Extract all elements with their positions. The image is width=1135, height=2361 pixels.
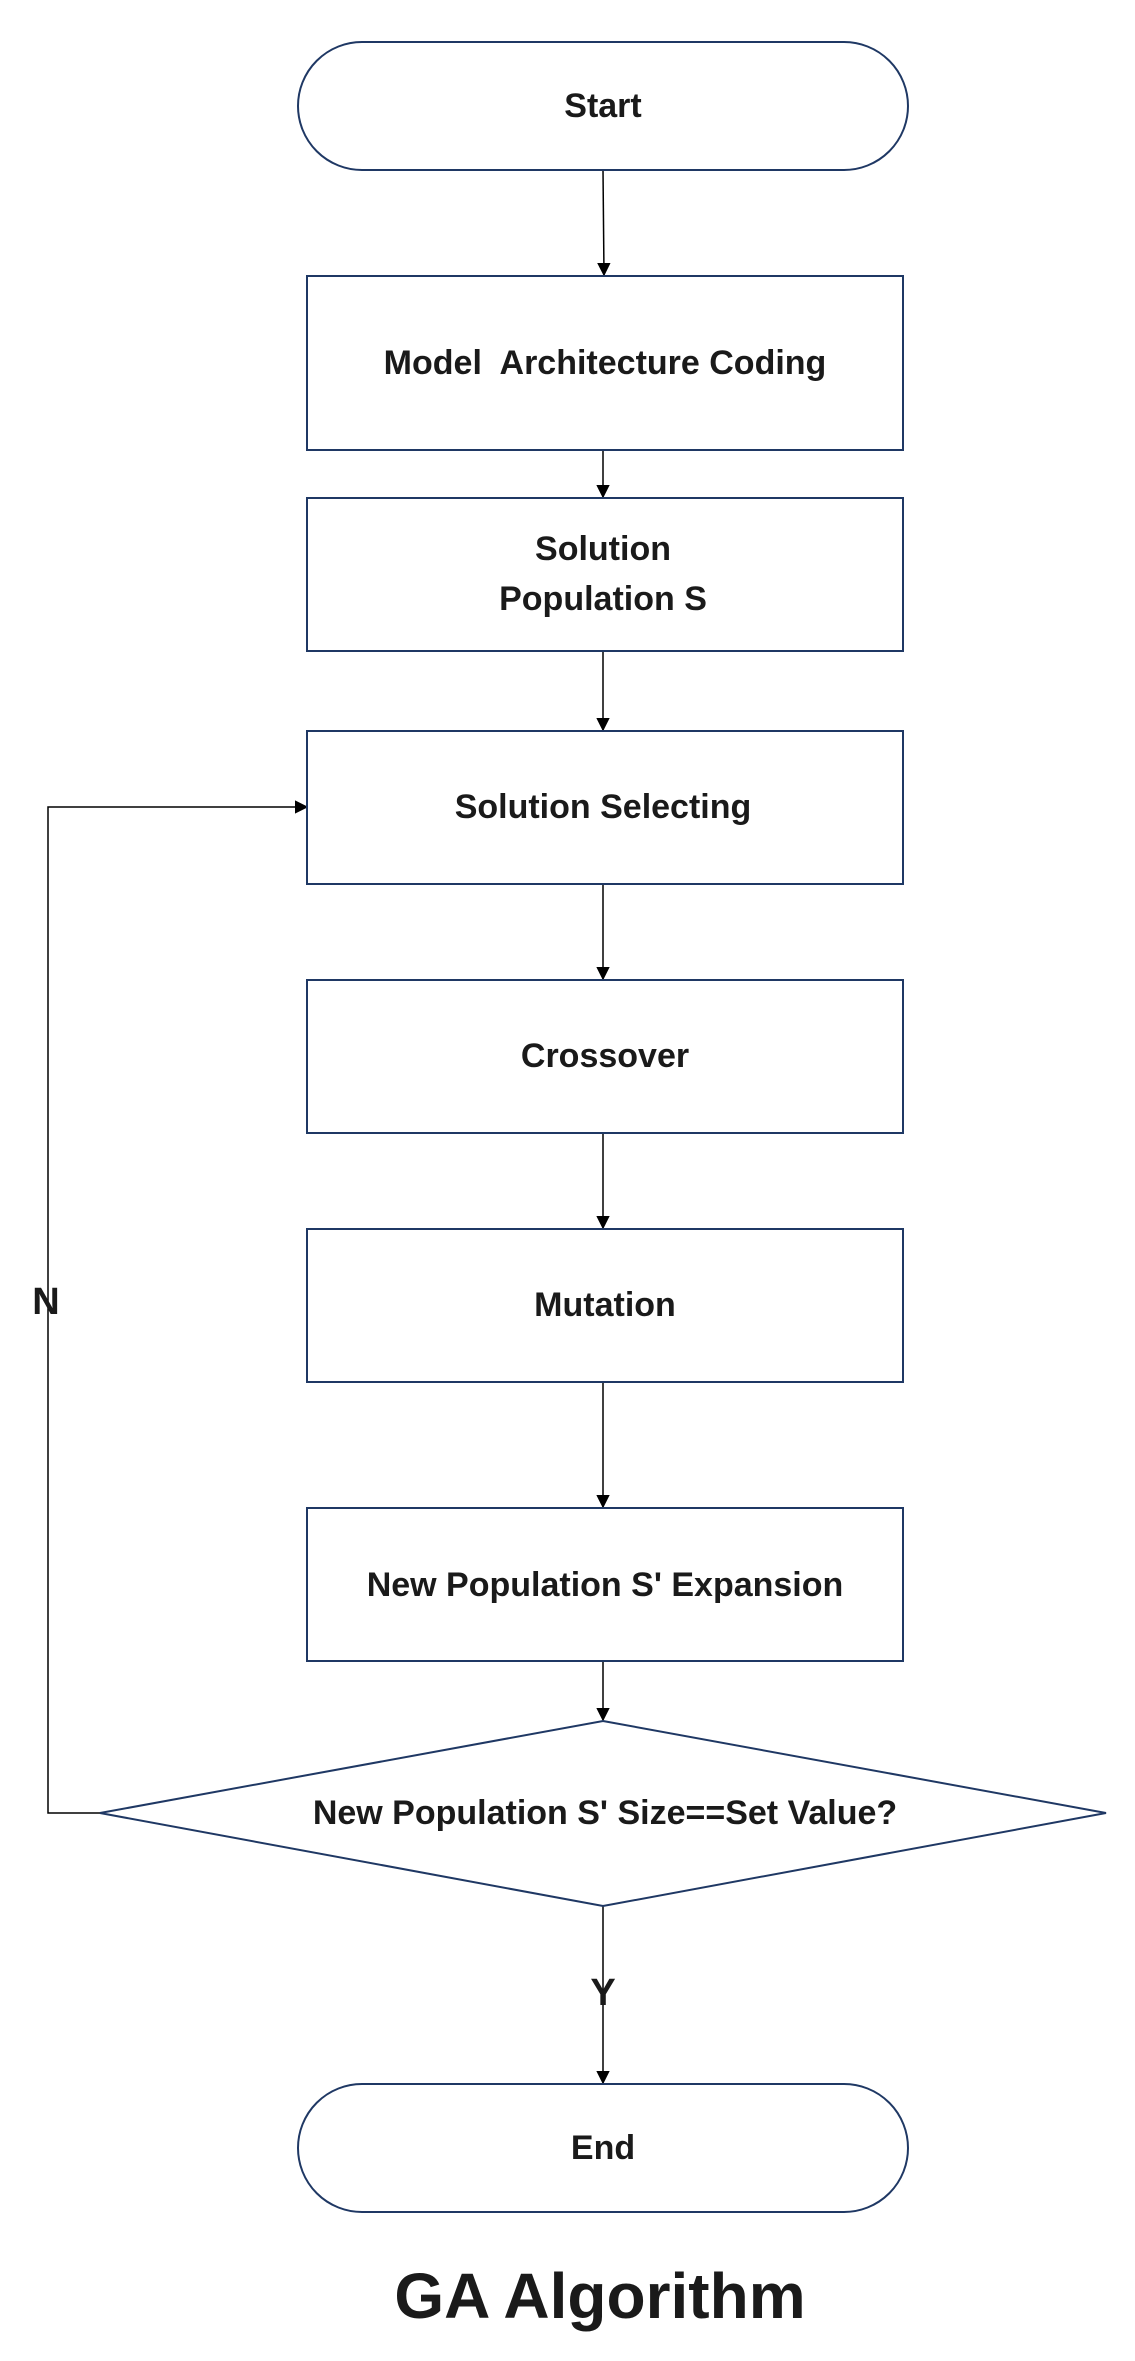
start-label: Start [564,87,641,125]
mutation-process [306,1228,904,1383]
mutation-label: Mutation [534,1286,676,1324]
selecting-label: Solution Selecting [455,788,752,826]
decision-diamond [99,1719,1107,1908]
population-process [306,497,904,652]
diagram-title: GA Algorithm [394,2260,805,2332]
expansion-process [306,1507,904,1662]
edge-label-yes: Y [590,1972,615,2014]
expansion-label: New Population S' Expansion [367,1566,844,1604]
edge-label-no: N [32,1281,59,1323]
nodes: Start Model Architecture Coding Solution… [99,41,1107,2213]
crossover-process [306,979,904,1134]
coding-process [306,275,904,451]
edge-start-to-coding [597,169,611,277]
coding-label: Model Architecture Coding [384,344,827,382]
selecting-process [306,730,904,885]
edges [47,169,611,2085]
end-label: End [571,2129,635,2167]
edge-decision-no-to-selecting [47,800,309,1814]
population-label-line-2: Population S [499,580,707,618]
end-terminator [297,2083,909,2213]
decision-label: New Population S' Size==Set Value? [313,1794,897,1832]
population-label-line-1: Solution [535,530,671,568]
start-terminator [297,41,909,171]
crossover-label: Crossover [521,1037,689,1075]
